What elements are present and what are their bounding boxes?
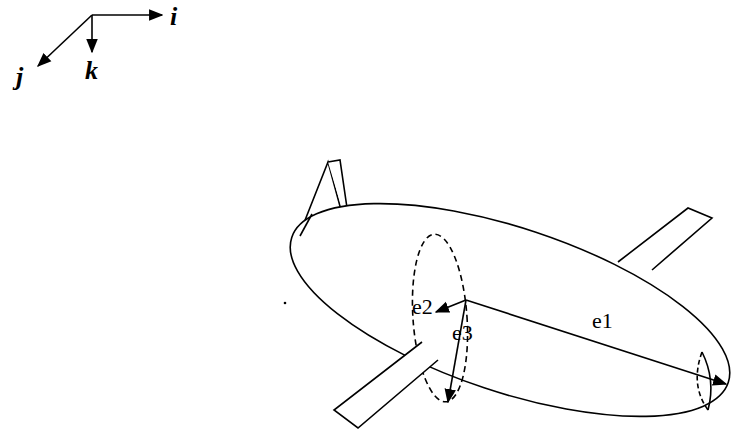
vector-label: e3	[452, 322, 473, 344]
dot	[284, 302, 287, 305]
axis-label: i	[170, 4, 177, 30]
j-axis	[38, 15, 92, 66]
nose-cap	[702, 352, 711, 410]
i-axis	[92, 14, 162, 16]
e2-vector	[436, 300, 466, 312]
e1-vector	[466, 300, 726, 384]
axis-label: k	[85, 58, 98, 84]
e3-vector	[448, 300, 466, 402]
axis-label: j	[16, 64, 23, 90]
fin-root	[300, 214, 312, 236]
vector-label: e2	[412, 296, 433, 318]
vector-label: e1	[592, 310, 613, 332]
left-wing	[334, 342, 438, 428]
k-axis	[91, 15, 93, 52]
right-wing	[618, 208, 712, 270]
hull	[266, 160, 754, 436]
